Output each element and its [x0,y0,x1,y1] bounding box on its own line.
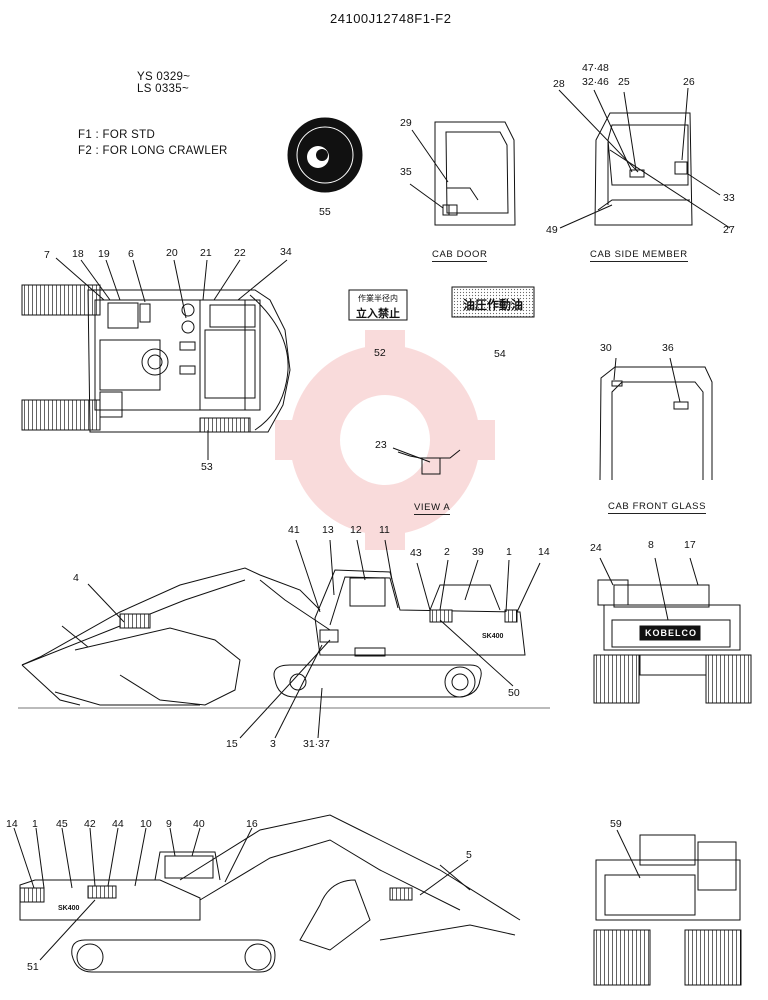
callout-30: 30 [600,342,612,354]
variant-f2: F2 : FOR LONG CRAWLER [78,145,228,157]
caption-cab-front-glass: CAB FRONT GLASS [608,501,707,514]
callout-33: 33 [723,192,735,204]
callout-17: 17 [684,539,696,551]
decal-52-line2: 立入禁止 [356,307,400,320]
callout-9: 9 [166,818,172,830]
watermark-gear [275,330,495,550]
callout-10: 10 [140,818,152,830]
callout-41: 41 [288,524,300,536]
callout-28: 28 [553,78,565,90]
callout-52: 52 [374,347,386,359]
callout-23: 23 [375,439,387,451]
decal-54-outline [451,286,535,318]
callout-5: 5 [466,849,472,861]
view-a-drawing [392,447,461,475]
callout-49: 49 [546,224,558,236]
model-badge-left: SK400 [482,633,504,640]
callout-2: 2 [444,546,450,558]
callout-8: 8 [648,539,654,551]
callout-1-side: 1 [506,546,512,558]
callout-7: 7 [44,249,50,261]
callout-20: 20 [166,247,178,259]
callout-55: 55 [319,206,331,218]
caption-view-a: VIEW A [414,502,451,515]
cab-door-drawing [409,121,516,226]
cab-front-glass-drawing [599,357,713,481]
callout-22: 22 [234,247,246,259]
callout-18: 18 [72,248,84,260]
callout-19: 19 [98,248,110,260]
callout-25: 25 [618,76,630,88]
decal-52: 作業半径内 立入禁止 [350,291,406,320]
kobelco-rear-badge: KOBELCO [645,628,697,638]
decal-55-seal [287,117,363,193]
decal-52-line1: 作業半径内 [358,294,398,303]
callout-53: 53 [201,461,213,473]
side-view-right-drawing [13,814,521,973]
caption-cab-door: CAB DOOR [432,249,488,262]
callout-44: 44 [112,818,124,830]
caption-cab-side-member: CAB SIDE MEMBER [590,249,688,262]
cab-side-member-drawing [558,87,731,229]
callout-43: 43 [410,547,422,559]
callout-42: 42 [84,818,96,830]
serial-range-ls: LS 0335~ [137,83,189,95]
callout-51: 51 [27,961,39,973]
callout-31-37: 31·37 [303,738,330,750]
callout-21: 21 [200,247,212,259]
callout-14-side: 14 [538,546,550,558]
decal-52-outline [348,289,408,321]
drawing-number: 24100J12748F1-F2 [330,11,452,26]
callout-16: 16 [246,818,258,830]
model-badge-right: SK400 [58,905,80,912]
callout-4: 4 [73,572,79,584]
callout-26: 26 [683,76,695,88]
callout-54: 54 [494,348,506,360]
rear-view-bottom-drawing [593,829,742,986]
decal-54: 油圧作動油 [462,298,523,312]
top-view-drawing [21,257,291,460]
callout-27: 27 [723,224,735,236]
callout-34: 34 [280,246,292,258]
variant-f1: F1 : FOR STD [78,129,156,141]
callout-15: 15 [226,738,238,750]
callout-3: 3 [270,738,276,750]
side-view-left-drawing [18,539,550,739]
callout-29: 29 [400,117,412,129]
callout-47-48: 47·48 [582,62,609,74]
callout-50: 50 [508,687,520,699]
callout-39: 39 [472,546,484,558]
callout-24: 24 [590,542,602,554]
callout-1-rear: 1 [32,818,38,830]
callout-35: 35 [400,166,412,178]
serial-range-ys: YS 0329~ [137,71,191,83]
callout-14-rear: 14 [6,818,18,830]
callout-13: 13 [322,524,334,536]
callout-12: 12 [350,524,362,536]
callout-59: 59 [610,818,622,830]
callout-45: 45 [56,818,68,830]
callout-6: 6 [128,248,134,260]
callout-32-46: 32·46 [582,76,609,88]
rear-view-top-drawing [593,557,752,704]
callout-40: 40 [193,818,205,830]
callout-36: 36 [662,342,674,354]
callout-11: 11 [379,524,390,536]
